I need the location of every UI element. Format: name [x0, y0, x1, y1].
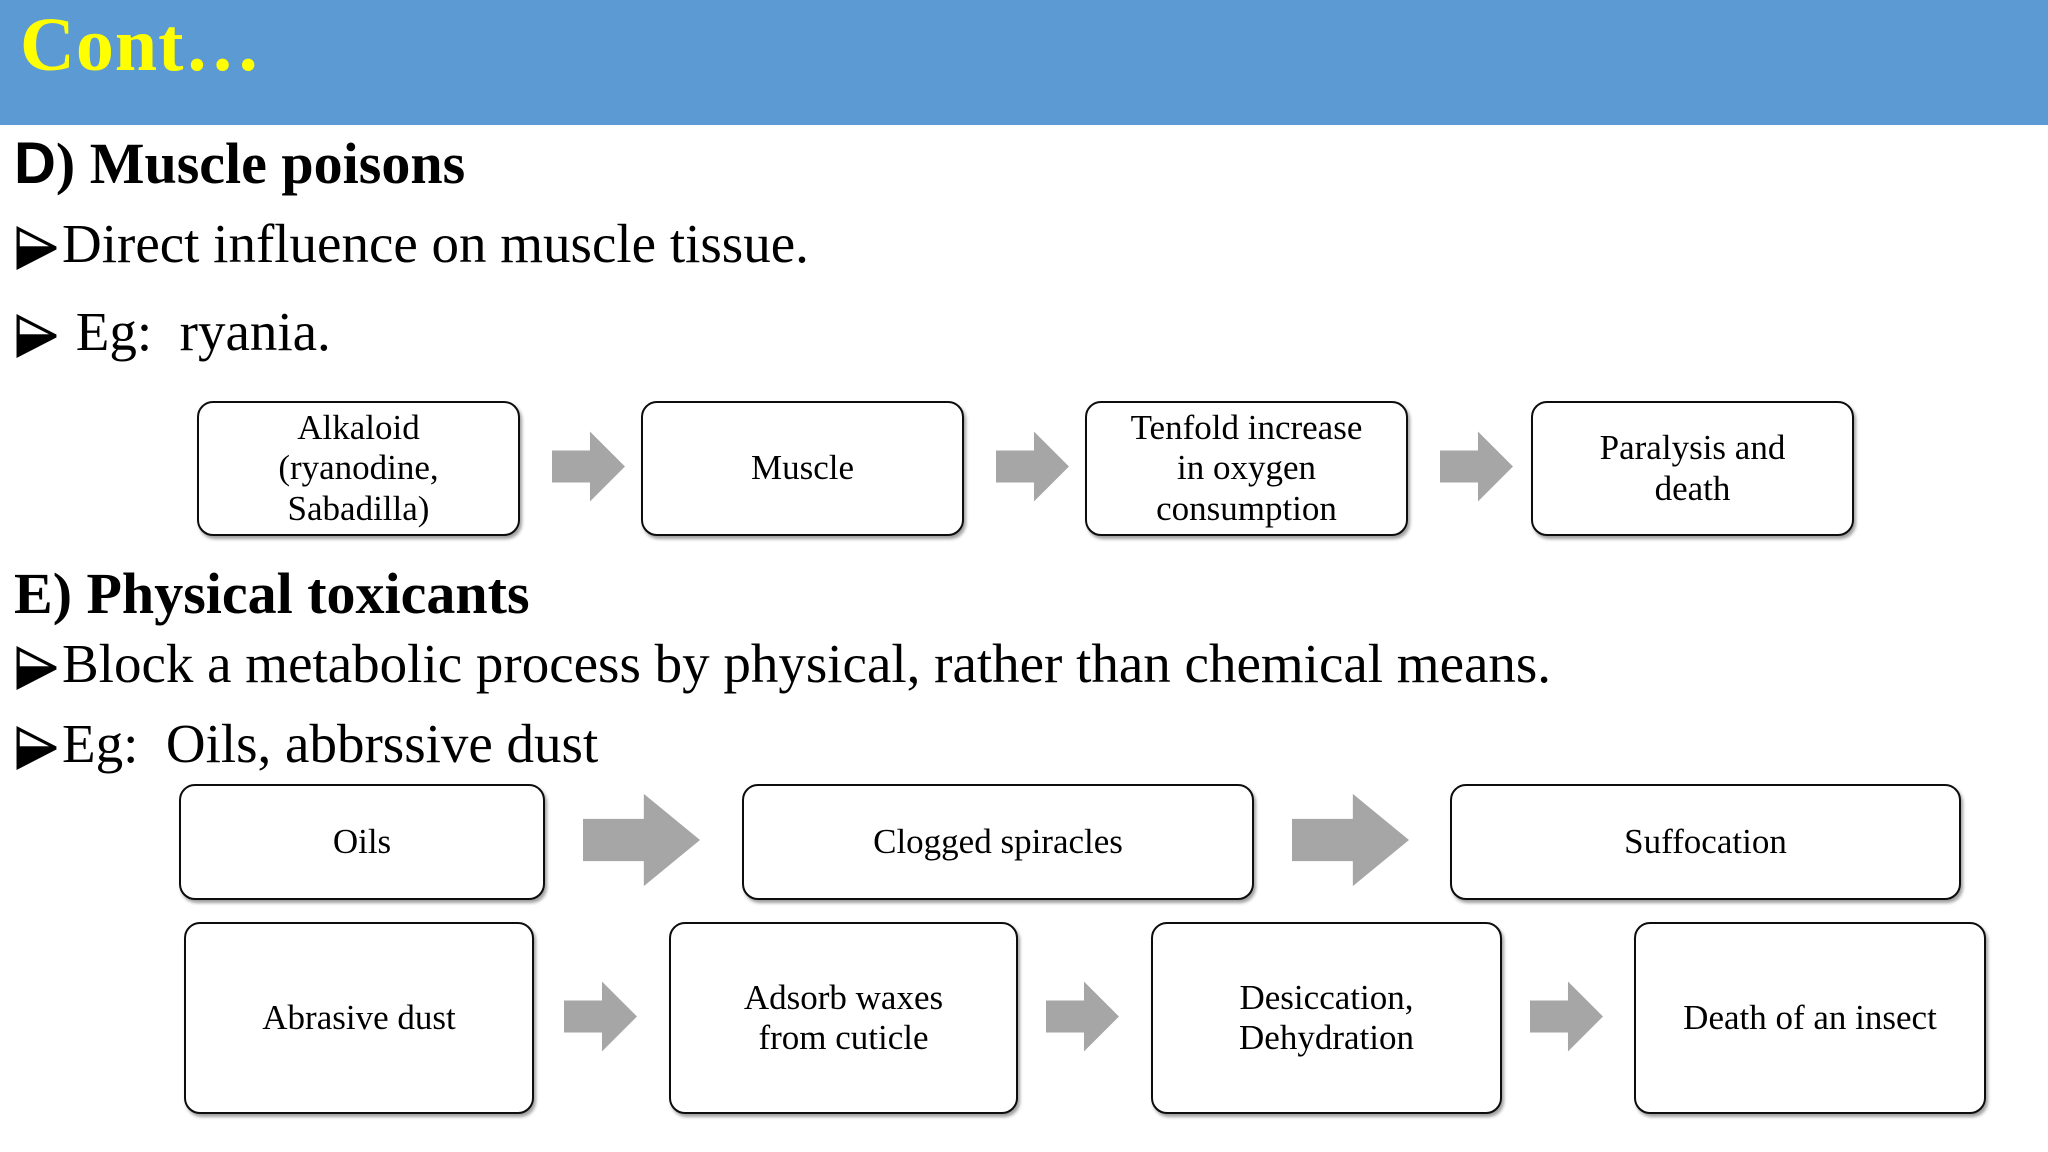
flow-box-muscle: Muscle [641, 401, 964, 536]
right-arrow-icon [1440, 430, 1513, 503]
bullet-text: Eg: ryania. [62, 301, 331, 362]
right-arrow-icon [1292, 792, 1409, 888]
section-e-title: ) Physical toxicants [52, 561, 530, 626]
flow-box-death-insect: Death of an insect [1634, 922, 1986, 1114]
bullet-arrow-icon [14, 721, 60, 770]
flow-box-adsorb-waxes: Adsorb waxes from cuticle [669, 922, 1018, 1114]
bullet-text: Block a metabolic process by physical, r… [62, 633, 1552, 694]
flow-box-oils: Oils [179, 784, 545, 900]
bullet-text: Eg: Oils, abbrssive dust [62, 713, 599, 774]
bullet-arrow-icon [14, 221, 60, 270]
bullet-direct-influence: Direct influence on muscle tissue. [14, 212, 809, 275]
right-arrow-icon [552, 430, 625, 503]
flow-box-clogged-spiracles: Clogged spiracles [742, 784, 1254, 900]
right-arrow-icon [996, 430, 1069, 503]
right-arrow-icon [583, 792, 700, 888]
bullet-arrow-icon [14, 641, 60, 690]
bullet-eg-ryania: Eg: ryania. [14, 300, 331, 363]
section-d-heading: D) Muscle poisons [14, 130, 465, 197]
header-bar [0, 0, 2048, 125]
slide-title: Cont… [20, 3, 262, 87]
section-d-letter: D [14, 131, 56, 196]
flow-box-suffocation: Suffocation [1450, 784, 1961, 900]
bullet-eg-oils: Eg: Oils, abbrssive dust [14, 712, 598, 775]
right-arrow-icon [564, 980, 637, 1053]
flow-box-abrasive-dust: Abrasive dust [184, 922, 534, 1114]
right-arrow-icon [1046, 980, 1119, 1053]
flow-box-alkaloid: Alkaloid (ryanodine, Sabadilla) [197, 401, 520, 536]
flow-box-desiccation: Desiccation, Dehydration [1151, 922, 1502, 1114]
bullet-block-metabolic: Block a metabolic process by physical, r… [14, 632, 1551, 695]
bullet-text: Direct influence on muscle tissue. [62, 213, 809, 274]
section-e-letter: E [14, 561, 53, 626]
section-e-heading: E) Physical toxicants [14, 560, 530, 627]
flow-box-paralysis-death: Paralysis and death [1531, 401, 1854, 536]
bullet-arrow-icon [14, 309, 60, 358]
section-d-title: ) Muscle poisons [55, 131, 466, 196]
flow-box-tenfold-oxygen: Tenfold increase in oxygen consumption [1085, 401, 1408, 536]
right-arrow-icon [1530, 980, 1603, 1053]
